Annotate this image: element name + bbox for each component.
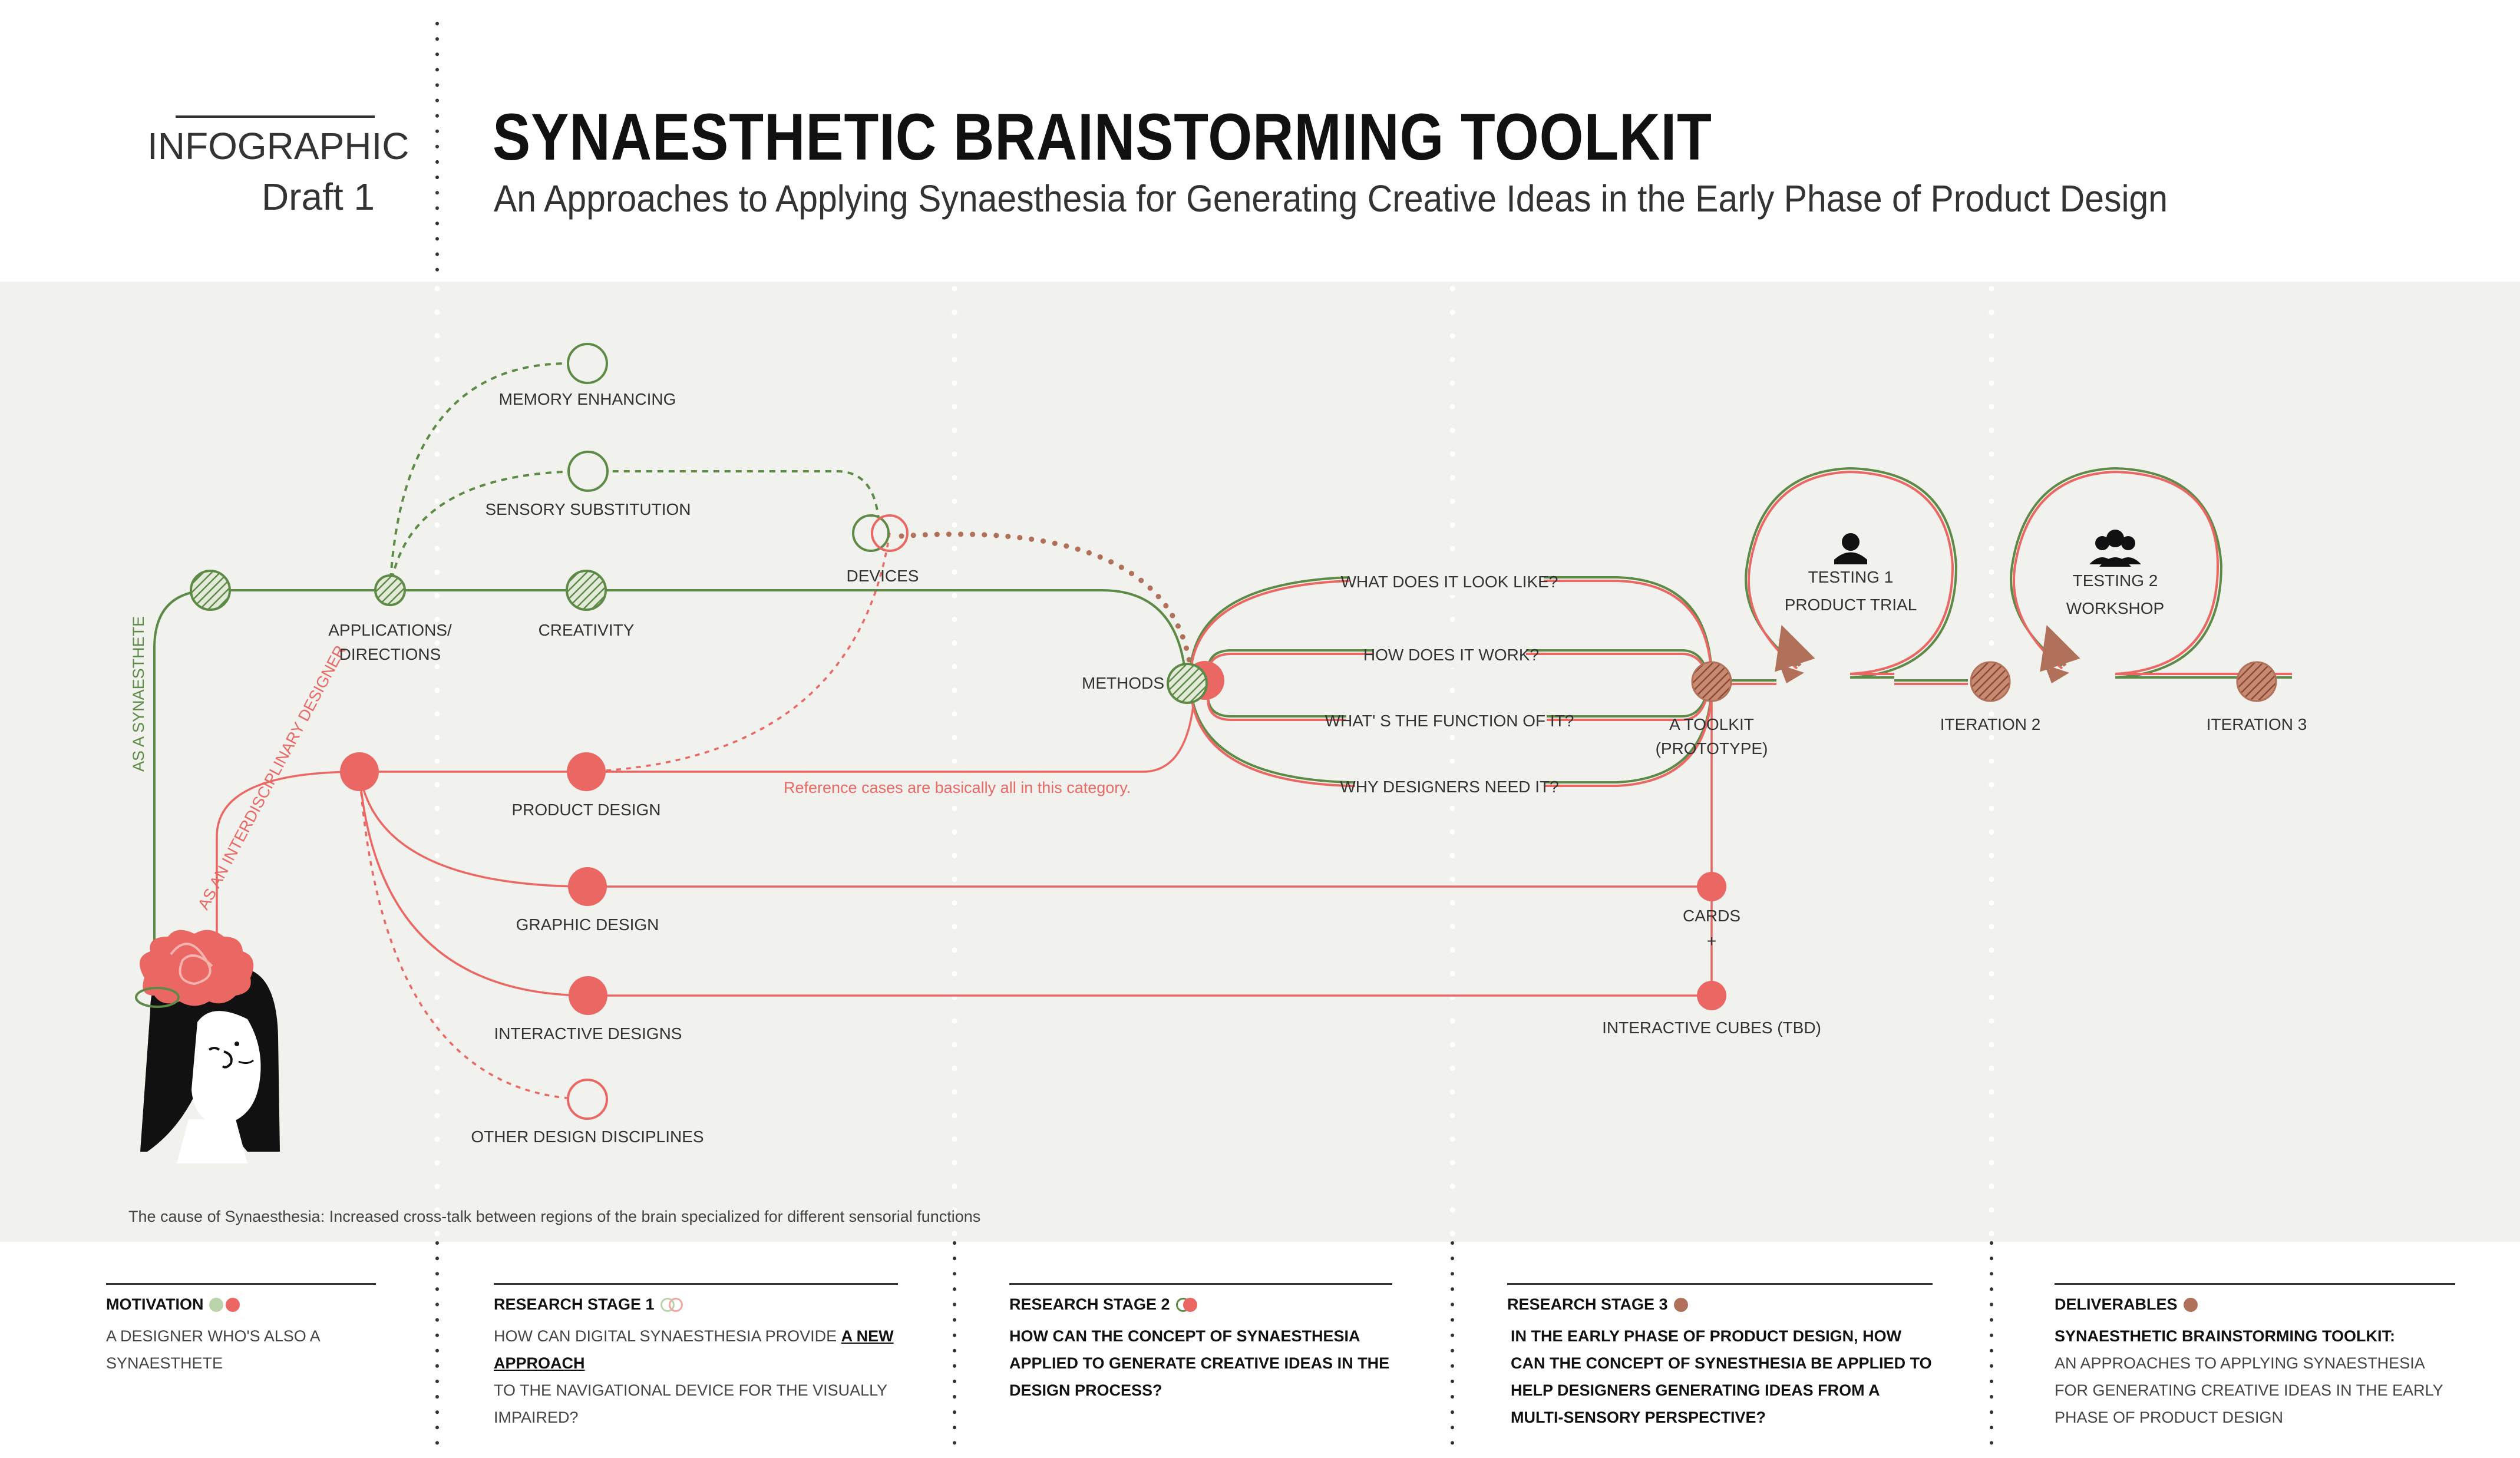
avatar: [136, 930, 280, 1163]
iteration2-node: [1971, 662, 2010, 701]
footer-stage2: RESEARCH STAGE 2 HOW CAN THE CONCEPT OF …: [1009, 1283, 1392, 1404]
stage3-body: IN THE EARLY PHASE OF PRODUCT DESIGN, HO…: [1507, 1323, 1933, 1431]
deliverables-head: DELIVERABLES: [2055, 1295, 2178, 1314]
question-function: WHAT' S THE FUNCTION OF IT?: [1325, 709, 1574, 733]
footer-stage1: RESEARCH STAGE 1 HOW CAN DIGITAL SYNAEST…: [494, 1283, 898, 1431]
interactive-designs-label: INTERACTIVE DESIGNS: [494, 1022, 682, 1046]
question-why: WHY DESIGNERS NEED IT?: [1340, 775, 1558, 799]
footer-stage3: RESEARCH STAGE 3 IN THE EARLY PHASE OF P…: [1507, 1283, 1933, 1431]
cards-node: [1697, 872, 1726, 901]
group-icon: [2089, 530, 2141, 567]
applications-label: APPLICATIONS/ DIRECTIONS: [328, 619, 452, 666]
arrow-testing1: [1779, 664, 1804, 683]
stage3-dot: [1674, 1298, 1688, 1312]
arrow-testing2: [2045, 664, 2069, 683]
memory-node: [568, 344, 607, 383]
iteration3-node: [2237, 662, 2276, 701]
neck: [177, 1119, 247, 1163]
product-path: [359, 707, 1193, 772]
cubes-label: INTERACTIVE CUBES (TBD): [1602, 1016, 1821, 1040]
synaesthete-branch-label: AS A SYNAESTHETE: [130, 616, 148, 772]
other-node: [568, 1080, 607, 1119]
testing1-title: TESTING 1: [1785, 566, 1917, 590]
graphic-node: [568, 867, 607, 906]
methods-node-green: [1168, 664, 1207, 703]
stage2-body: HOW CAN THE CONCEPT OF SYNAESTHESIA APPL…: [1009, 1323, 1392, 1404]
question-track: [1190, 577, 1712, 786]
devices-label: DEVICES: [847, 564, 919, 589]
stage1-head: RESEARCH STAGE 1: [494, 1295, 655, 1314]
cause-caption: The cause of Synaesthesia: Increased cro…: [128, 1208, 980, 1226]
synaesthete-node: [191, 571, 230, 610]
sensory-node: [569, 452, 607, 491]
creativity-label: CREATIVITY: [539, 619, 635, 643]
sensory-label: SENSORY SUBSTITUTION: [485, 498, 691, 522]
other-disciplines-label: OTHER DESIGN DISCIPLINES: [471, 1125, 704, 1149]
cubes-node: [1697, 981, 1726, 1010]
motivation-head: MOTIVATION: [106, 1295, 203, 1314]
designer-node: [340, 752, 379, 791]
creativity-node: [567, 571, 606, 610]
plus-label: +: [1707, 930, 1716, 954]
motivation-body: A DESIGNER WHO'S ALSO A SYNAESTHETE: [106, 1323, 376, 1377]
person-icon: [1834, 533, 1867, 564]
iteration2-label: ITERATION 2: [1940, 713, 2041, 737]
testing1-label: TESTING 1 PRODUCT TRIAL: [1785, 566, 1917, 617]
stage1-body-pre: HOW CAN DIGITAL SYNAESTHESIA PROVIDE: [494, 1327, 837, 1345]
interactive-node: [569, 976, 607, 1015]
iteration3-label: ITERATION 3: [2207, 713, 2307, 737]
graphic-design-label: GRAPHIC DESIGN: [516, 913, 659, 937]
stage1-body-post: TO THE NAVIGATIONAL DEVICE FOR THE VISUA…: [494, 1381, 887, 1426]
question-look: WHAT DOES IT LOOK LIKE?: [1341, 570, 1558, 594]
toolkit-label: A TOOLKIT (PROTOTYPE): [1656, 713, 1768, 761]
sensory-link: [390, 471, 879, 590]
footer-motivation: MOTIVATION A DESIGNER WHO'S ALSO A SYNAE…: [106, 1283, 376, 1377]
motivation-dots: [209, 1298, 240, 1312]
stage-dividers-light: [437, 289, 1991, 1237]
testing2-label: TESTING 2 WORKSHOP: [2066, 569, 2164, 620]
methods-label: METHODS: [1082, 672, 1164, 696]
cards-label: CARDS: [1683, 904, 1740, 928]
testing2-sub: WORKSHOP: [2066, 597, 2164, 621]
toolkit-node: [1692, 662, 1731, 701]
applications-node: [375, 576, 405, 605]
testing1-sub: PRODUCT TRIAL: [1785, 593, 1917, 617]
stage2-head: RESEARCH STAGE 2: [1009, 1295, 1170, 1314]
deliverables-dot: [2184, 1298, 2198, 1312]
device-link: [586, 533, 890, 772]
question-work: HOW DOES IT WORK?: [1363, 643, 1539, 667]
brain: [140, 930, 253, 1006]
reference-note: Reference cases are basically all in thi…: [784, 779, 1131, 797]
stage1-dots: [660, 1298, 683, 1312]
stage3-head: RESEARCH STAGE 3: [1507, 1295, 1668, 1314]
memory-label: MEMORY ENHANCING: [499, 388, 676, 412]
stage2-dots: [1176, 1298, 1197, 1312]
question-masks: [1346, 566, 1547, 800]
footer-deliverables: DELIVERABLES SYNAESTHETIC BRAINSTORMING …: [2055, 1283, 2455, 1431]
product-node: [567, 752, 606, 791]
testing2-title: TESTING 2: [2066, 569, 2164, 593]
deliverables-body: AN APPROACHES TO APPLYING SYNAESTHESIA F…: [2055, 1350, 2455, 1431]
deliverables-title: SYNAESTHETIC BRAINSTORMING TOOLKIT:: [2055, 1323, 2455, 1350]
product-design-label: PRODUCT DESIGN: [511, 798, 660, 822]
green-paths: [154, 363, 1184, 972]
